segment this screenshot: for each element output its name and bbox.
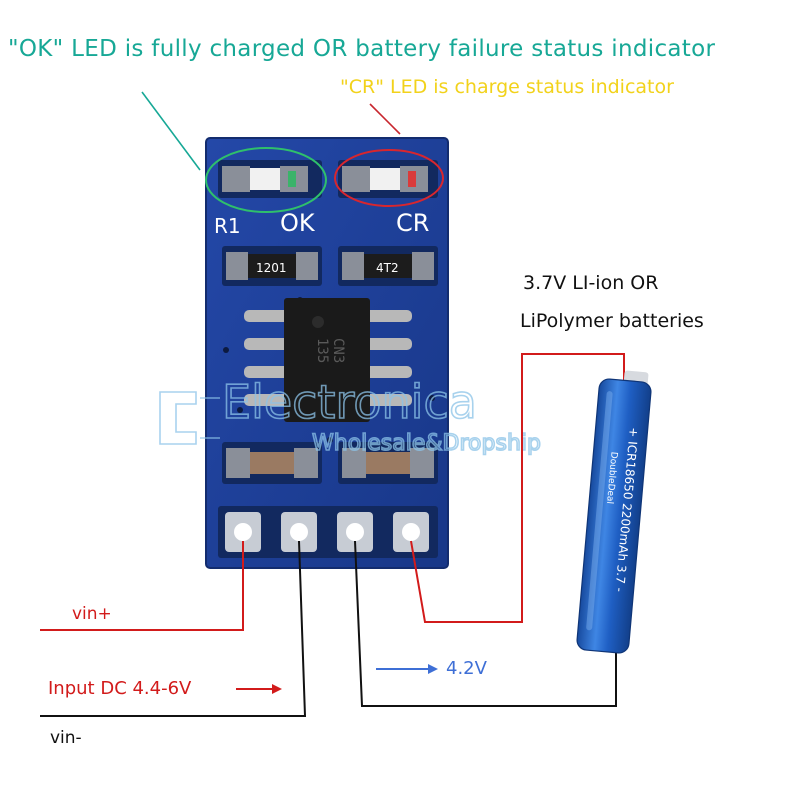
- ok-led-annotation: "OK" LED is fully charged OR battery fai…: [8, 36, 716, 62]
- ok-led: [218, 160, 322, 198]
- ok-led-highlight: [205, 147, 327, 213]
- silk-r1: R1: [214, 214, 241, 238]
- silk-cr: CR: [396, 209, 429, 237]
- wire-vin-minus: [40, 540, 307, 717]
- watermark-line1: Electronica: [222, 375, 477, 429]
- wire-vin-plus: [40, 541, 244, 631]
- battery-brand: DoubleDeal: [604, 451, 619, 504]
- header-pads: [218, 506, 438, 558]
- wire-battery-negative: [354, 540, 617, 707]
- watermark: Electronica Wholesale&Dropship: [159, 374, 542, 457]
- cr-pointer-line: [369, 103, 401, 135]
- wire-battery-positive: [410, 353, 625, 623]
- cn3063-chip: CN3 135: [244, 298, 412, 422]
- input-arrow-head: [272, 684, 282, 694]
- capacitor-right: [338, 442, 438, 484]
- chip-marking-1: CN3: [330, 338, 346, 363]
- vin-plus-label: vin+: [72, 604, 112, 624]
- battery-type-label: 3.7V LI-ion OR: [523, 272, 659, 294]
- watermark-line2: Wholesale&Dropship: [312, 431, 541, 456]
- li-ion-battery: DoubleDeal + ICR18650 2200mAh 3.7 -: [576, 370, 652, 654]
- battery-type-label-2: LiPolymer batteries: [520, 310, 704, 332]
- resistor-right: 4T2: [338, 246, 438, 286]
- resistor-left: 1201: [222, 246, 322, 286]
- chip-marking-2: 135: [314, 338, 330, 363]
- input-dc-label: Input DC 4.4-6V: [48, 678, 192, 699]
- vin-minus-label: vin-: [50, 728, 82, 748]
- cr-led-highlight: [334, 149, 444, 207]
- resistor-right-code: 4T2: [376, 261, 399, 275]
- output-voltage-label: 4.2V: [446, 658, 487, 679]
- silk-ok: OK: [280, 209, 316, 237]
- output-arrow-head: [428, 664, 438, 674]
- cr-led-annotation: "CR" LED is charge status indicator: [340, 76, 674, 98]
- cr-led: [338, 160, 438, 198]
- resistor-left-code: 1201: [256, 261, 287, 275]
- ok-pointer-line: [141, 91, 201, 171]
- capacitor-left: [222, 442, 322, 484]
